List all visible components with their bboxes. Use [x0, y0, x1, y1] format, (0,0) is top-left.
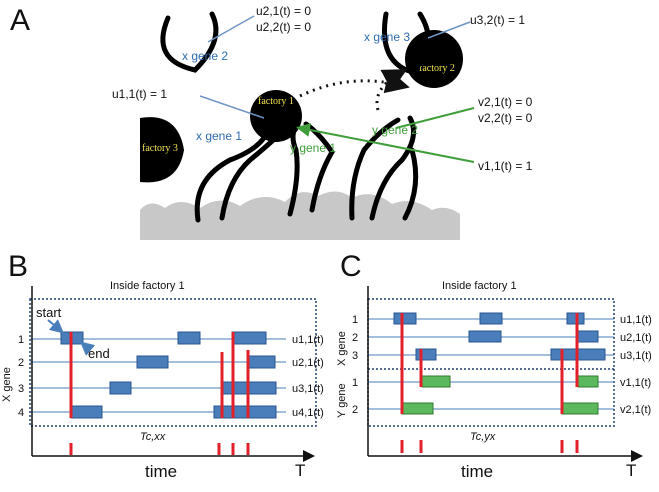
- track-label: u4,1(t): [292, 407, 324, 419]
- y-gene-axis-label: Y gene: [336, 383, 348, 418]
- transcription-block: [479, 312, 503, 325]
- transcription-block: [421, 375, 451, 388]
- row-number: 2: [352, 332, 358, 344]
- u11-annotation: u1,1(t) = 1: [112, 87, 167, 101]
- u21-pointer: [207, 15, 255, 43]
- v11-pointer: [296, 123, 475, 163]
- track-label: u1,1(t): [292, 334, 324, 346]
- y-gene-2-label: y gene 2: [372, 123, 418, 137]
- transcription-block: [393, 312, 417, 325]
- bedrock: [140, 191, 460, 240]
- panel-b-x-axis-letter: T: [295, 461, 305, 480]
- u32-annotation: u3,2(t) = 1: [470, 13, 525, 27]
- u21-annotation: u2,1(t) = 0: [256, 4, 311, 18]
- transcription-block: [109, 381, 132, 395]
- track-label: v2,1(t): [620, 404, 651, 416]
- chromatin-fibers: [160, 11, 431, 223]
- u22-annotation: u2,2(t) = 0: [256, 20, 311, 34]
- transcription-block: [213, 405, 277, 419]
- transcription-block: [468, 330, 502, 343]
- x-gene-2-label: x gene 2: [182, 49, 228, 63]
- end-label: end: [88, 346, 110, 361]
- end-arrow: [79, 341, 96, 356]
- transcription-block: [577, 330, 599, 343]
- u11-pointer: [199, 95, 265, 119]
- track-label: u2,1(t): [292, 357, 324, 369]
- transcription-block: [247, 355, 276, 369]
- x-gene-axis-label: X gene: [336, 331, 348, 366]
- start-label: start: [36, 305, 62, 320]
- track-label: u1,1(t): [620, 314, 652, 326]
- v21-annotation: v2,1(t) = 0: [478, 95, 533, 109]
- panel-c-factory-region: [367, 298, 615, 427]
- factory-2-blob: [405, 30, 463, 88]
- transcription-block: [561, 402, 599, 415]
- row-number: 1: [18, 334, 24, 346]
- u32-pointer: [427, 21, 471, 39]
- transcription-block: [401, 402, 434, 415]
- panel-c-x-axis-title: time: [461, 462, 493, 481]
- track-label: u3,1(t): [292, 383, 324, 395]
- track-label: u3,1(t): [620, 350, 652, 362]
- track-label: v1,1(t): [620, 377, 651, 389]
- panel-letter-b: B: [8, 250, 28, 283]
- panel-a: A factory 3 factory 1 factory 2 x gene: [10, 4, 533, 240]
- transcription-block: [177, 331, 201, 345]
- panel-b-factory-region: [29, 298, 317, 427]
- v11-annotation: v1,1(t) = 1: [478, 159, 533, 173]
- factory-3-label: factory 3: [142, 143, 178, 154]
- y-gene-1-label: y gene 1: [290, 141, 336, 155]
- panel-c-x-axis-letter: T: [626, 461, 636, 480]
- dotted-transfer-arrow-left: [375, 69, 408, 111]
- start-arrow: [47, 319, 65, 334]
- x-gene-3-label: x gene 3: [364, 30, 410, 44]
- x-gene-axis-label: X gene: [1, 367, 13, 402]
- panel-letter-a: A: [10, 4, 30, 37]
- panel-c-inside-title: Inside factory 1: [442, 280, 517, 292]
- track-label: u2,1(t): [620, 332, 652, 344]
- transcription-block: [70, 405, 103, 419]
- row-number: 1: [352, 314, 358, 326]
- v22-annotation: v2,2(t) = 0: [478, 111, 533, 125]
- row-number: 1: [352, 377, 358, 389]
- row-number: 3: [18, 383, 24, 395]
- tc-xx-label: Tc,xx: [140, 431, 166, 443]
- panel-b-x-axis-title: time: [145, 462, 177, 481]
- v21-pointer: [395, 107, 475, 129]
- panel-b-inside-title: Inside factory 1: [110, 280, 185, 292]
- factory-1-blob: [250, 90, 302, 142]
- panel-letter-c: C: [340, 250, 362, 283]
- transcription-block: [136, 355, 169, 369]
- factory-2-label: factory 2: [419, 63, 455, 74]
- factory-1-label: factory 1: [258, 96, 294, 107]
- panel-b: B Inside factory 1 1 2 3 4 X gene u1,1(t…: [1, 250, 324, 481]
- row-number: 2: [352, 404, 358, 416]
- transcription-block: [231, 331, 267, 345]
- dotted-transfer-arrow-right: [299, 69, 410, 98]
- row-number: 4: [18, 407, 24, 419]
- x-gene-1-label: x gene 1: [196, 129, 242, 143]
- panel-c: C Inside factory 1 1 2 3 1 2 X gene Y ge…: [336, 250, 652, 481]
- row-number: 3: [352, 350, 358, 362]
- tc-yx-label: Tc,yx: [470, 431, 496, 443]
- row-number: 2: [18, 357, 24, 369]
- factory-3-blob: [140, 117, 184, 183]
- transcription-block: [415, 348, 437, 361]
- transcription-block: [577, 375, 599, 388]
